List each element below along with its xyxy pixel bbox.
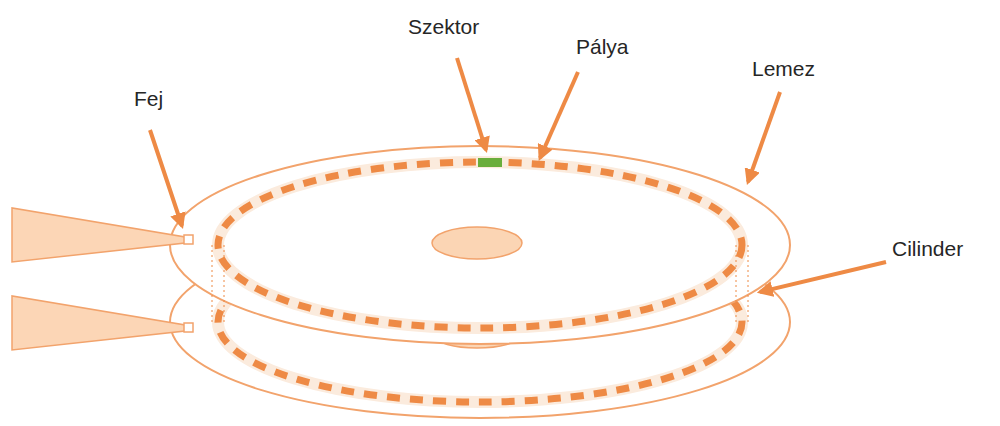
callout-arrows	[150, 58, 886, 292]
cylinder-lines	[212, 245, 748, 322]
part-label: Cilinder	[892, 236, 963, 261]
part-label: Pálya	[576, 34, 629, 59]
upper-track	[218, 162, 742, 328]
upper-platter	[170, 146, 790, 344]
sector-mark	[478, 158, 502, 167]
part-label: Szektor	[408, 14, 479, 39]
spindle-hub	[432, 227, 522, 259]
read-heads	[12, 208, 193, 350]
part-label: Lemez	[752, 56, 815, 81]
part-label: Fej	[134, 86, 163, 111]
